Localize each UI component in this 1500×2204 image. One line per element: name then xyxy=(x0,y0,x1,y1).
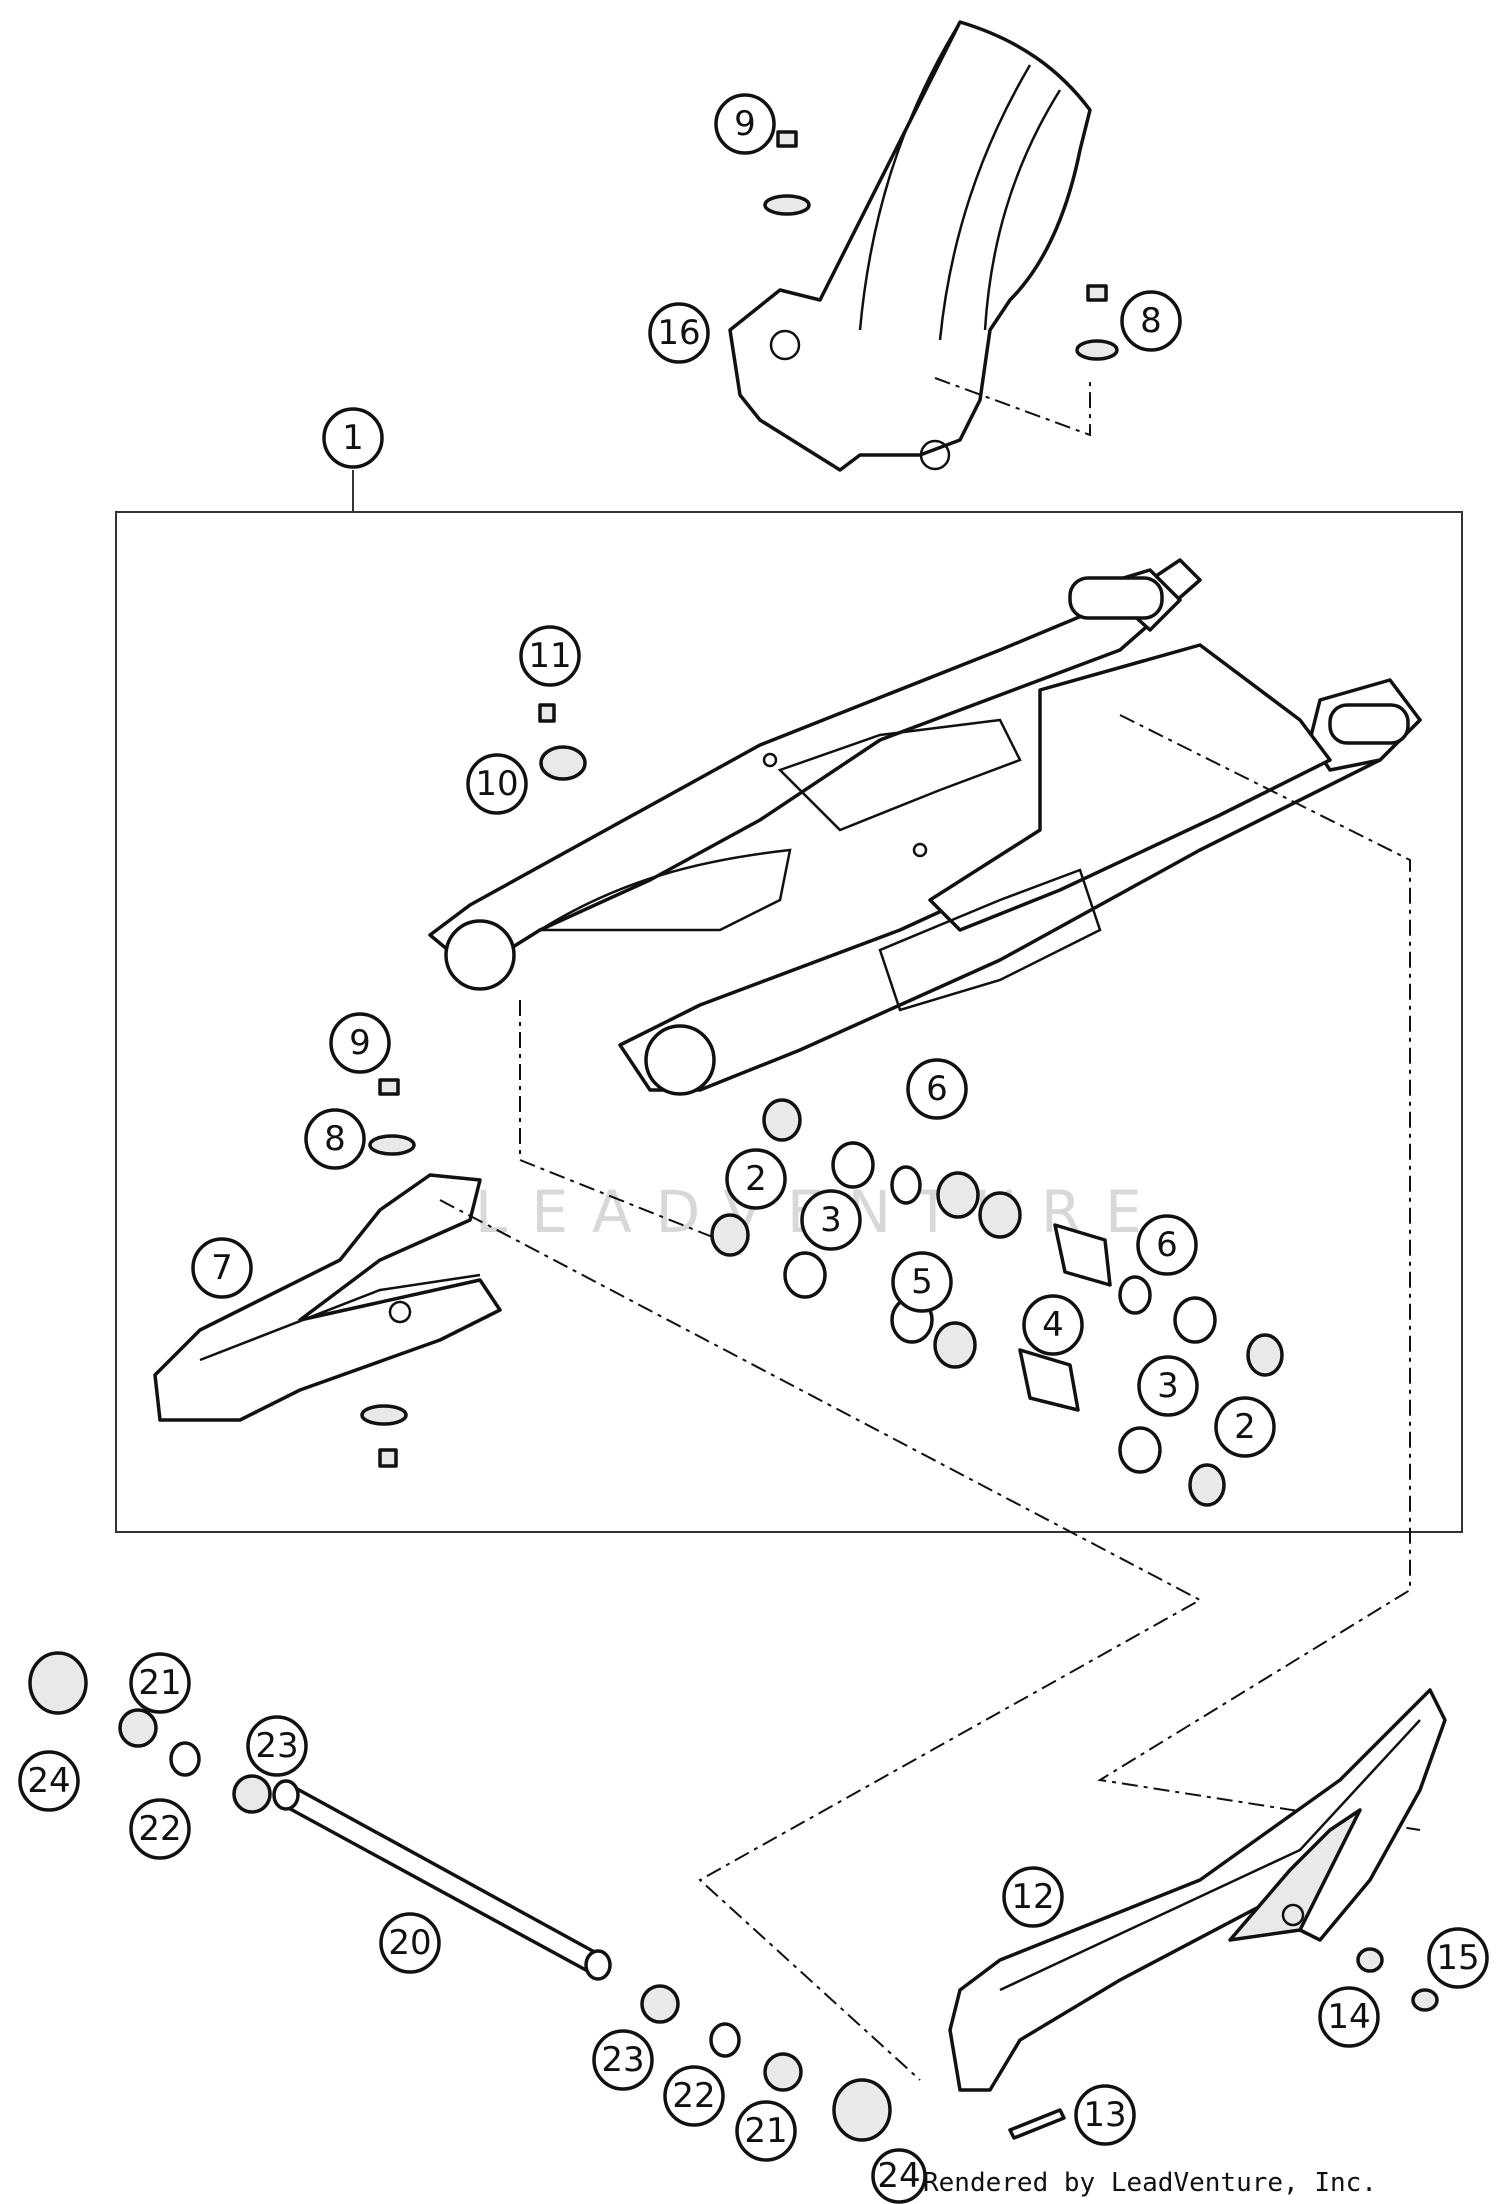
swingarm-leader-left xyxy=(519,1000,721,1241)
svg-text:6: 6 xyxy=(1156,1225,1178,1265)
callout-21-right: 21 xyxy=(735,2100,797,2162)
chain-slider-washer-bolt xyxy=(360,1078,416,1468)
chain-slider xyxy=(153,1173,502,1422)
swingarm xyxy=(428,558,1422,1096)
rear-fender xyxy=(728,20,1092,472)
render-credit: Rendered by LeadVenture, Inc. xyxy=(923,2168,1377,2198)
svg-text:11: 11 xyxy=(528,636,571,676)
callout-22-right: 22 xyxy=(663,2065,725,2127)
chain-guard xyxy=(948,1688,1447,2092)
callout-11: 11 xyxy=(519,625,581,687)
callout-16: 16 xyxy=(648,302,710,364)
svg-text:3: 3 xyxy=(1157,1366,1179,1406)
fender-bolt-upper xyxy=(763,130,811,216)
callout-5: 5 xyxy=(891,1251,953,1313)
callout-10: 10 xyxy=(466,753,528,815)
callout-24-right: 24 xyxy=(871,2148,927,2204)
svg-text:7: 7 xyxy=(211,1248,233,1288)
swingarm-assembly-frame xyxy=(115,511,1463,1533)
svg-text:24: 24 xyxy=(877,2156,920,2196)
chain-guard-fasteners xyxy=(1008,1947,1439,2140)
svg-text:10: 10 xyxy=(475,764,518,804)
callout-8-mid: 8 xyxy=(304,1108,366,1170)
svg-text:6: 6 xyxy=(926,1069,948,1109)
svg-text:15: 15 xyxy=(1436,1938,1479,1978)
svg-text:22: 22 xyxy=(672,2076,715,2116)
callout-8-top: 8 xyxy=(1120,290,1182,352)
slider-leader xyxy=(439,1199,1203,2081)
callout-22-left: 22 xyxy=(129,1798,191,1860)
callout-9-top: 9 xyxy=(714,93,776,155)
callout-14: 14 xyxy=(1318,1986,1380,2048)
callout-15: 15 xyxy=(1427,1927,1489,1989)
callout-23-right: 23 xyxy=(592,2029,654,2091)
callout-12: 12 xyxy=(1002,1866,1064,1928)
fender-leader xyxy=(934,377,1091,437)
svg-text:22: 22 xyxy=(138,1809,181,1849)
svg-text:21: 21 xyxy=(744,2111,787,2151)
svg-text:5: 5 xyxy=(911,1262,933,1302)
svg-text:16: 16 xyxy=(657,313,700,353)
svg-text:4: 4 xyxy=(1042,1305,1064,1345)
svg-text:20: 20 xyxy=(388,1923,431,1963)
svg-text:24: 24 xyxy=(27,1761,70,1801)
svg-text:21: 21 xyxy=(138,1663,181,1703)
callout-4: 4 xyxy=(1022,1294,1084,1356)
cable-clamp xyxy=(538,703,587,781)
pivot-hardware-right xyxy=(640,1984,892,2142)
callout-3-upper: 3 xyxy=(800,1189,862,1251)
callout-13: 13 xyxy=(1074,2084,1136,2146)
fender-bolt-right xyxy=(1075,284,1119,361)
svg-text:9: 9 xyxy=(349,1023,371,1063)
svg-text:23: 23 xyxy=(601,2040,644,2080)
callout-1: 1 xyxy=(322,407,384,469)
bearing-set xyxy=(710,1098,1284,1507)
svg-text:23: 23 xyxy=(255,1726,298,1766)
callout-3-lower: 3 xyxy=(1137,1355,1199,1417)
svg-text:2: 2 xyxy=(745,1159,767,1199)
svg-text:12: 12 xyxy=(1011,1877,1054,1917)
pivot-bolt xyxy=(272,1779,612,1981)
callout-7: 7 xyxy=(191,1237,253,1299)
svg-text:9: 9 xyxy=(734,104,756,144)
callout-21-left: 21 xyxy=(129,1652,191,1714)
callout-23-left: 23 xyxy=(246,1715,308,1777)
callout-2-lower: 2 xyxy=(1214,1396,1276,1458)
callout-6-upper: 6 xyxy=(906,1058,968,1120)
callout-9-mid: 9 xyxy=(329,1012,391,1074)
callout-2-upper: 2 xyxy=(725,1148,787,1210)
svg-text:8: 8 xyxy=(324,1119,346,1159)
pivot-hardware-left xyxy=(28,1651,272,1814)
svg-text:13: 13 xyxy=(1083,2095,1126,2135)
callout-6-lower: 6 xyxy=(1136,1214,1198,1276)
callout-24-left: 24 xyxy=(18,1750,80,1812)
svg-text:2: 2 xyxy=(1234,1407,1256,1447)
svg-text:3: 3 xyxy=(820,1200,842,1240)
swingarm-leader-right xyxy=(1097,714,1421,1831)
svg-text:14: 14 xyxy=(1327,1997,1370,2037)
svg-text:1: 1 xyxy=(342,418,364,458)
svg-text:8: 8 xyxy=(1140,301,1162,341)
callout-20: 20 xyxy=(379,1912,441,1974)
